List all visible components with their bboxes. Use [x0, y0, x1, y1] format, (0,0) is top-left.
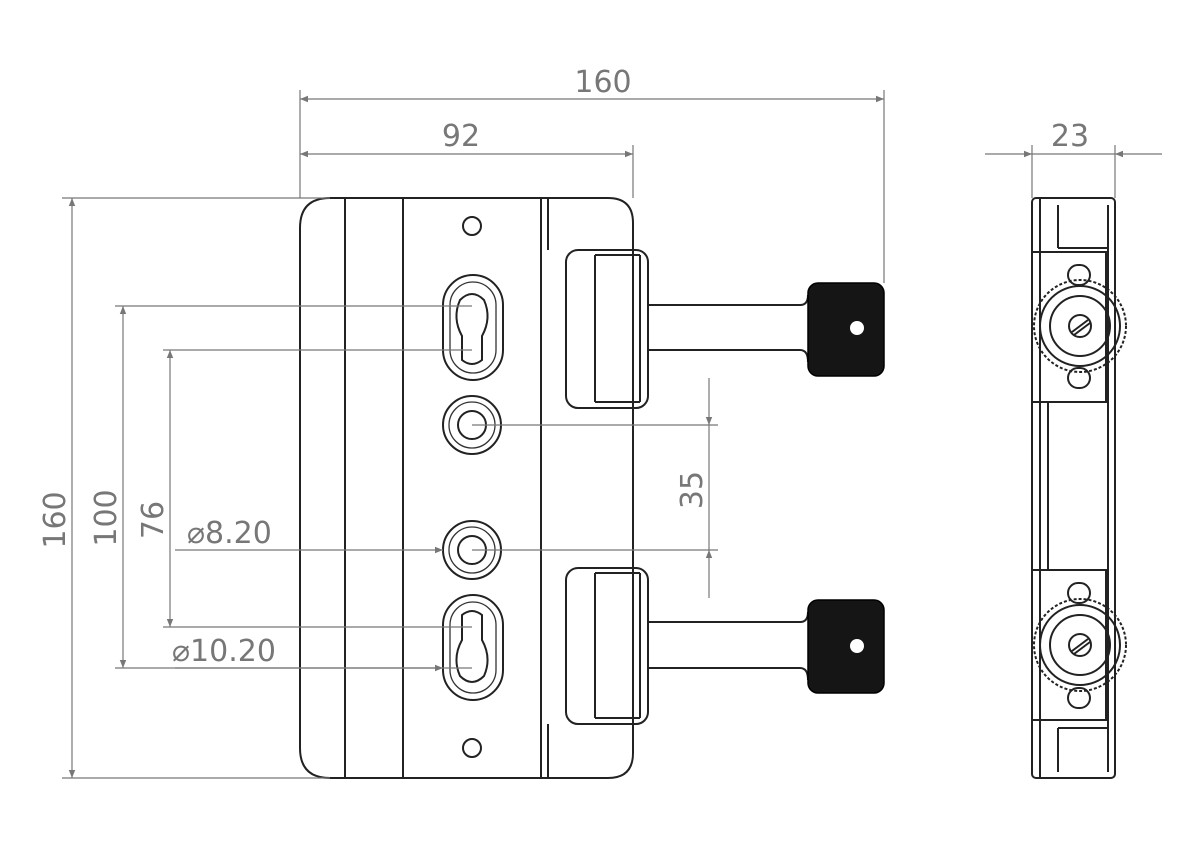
keyhole-slot-bottom	[442, 594, 504, 701]
clamp-rod-top	[648, 294, 809, 363]
knob-top	[807, 282, 885, 377]
dim-slot-spacing-inner: 76	[136, 501, 171, 539]
front-view	[299, 197, 885, 779]
dimension-labels: 160 92 23 160 100 76 35 ⌀8.20 ⌀10.20	[38, 65, 1089, 669]
dim-hole-spacing: 35	[675, 471, 710, 509]
side-view	[1031, 197, 1127, 779]
clamp-block-top	[565, 249, 649, 409]
dim-slot-diameter: ⌀10.20	[172, 634, 276, 669]
dim-overall-height: 160	[38, 491, 73, 548]
dim-hole-diameter: ⌀8.20	[187, 516, 272, 551]
clamp-rod-bottom	[648, 611, 809, 681]
mount-hole-bottom	[462, 738, 482, 758]
dim-plate-width: 92	[442, 119, 480, 154]
side-knob-top	[1033, 279, 1127, 373]
dim-slot-spacing: 100	[89, 489, 124, 546]
dim-overall-width: 160	[574, 65, 631, 100]
base-plate	[299, 197, 634, 779]
dimension-lines	[62, 90, 1162, 779]
side-knob-bottom	[1033, 598, 1127, 692]
keyhole-slot-top	[442, 274, 504, 381]
dim-side-depth: 23	[1051, 119, 1089, 154]
plate-edge-lines	[344, 198, 549, 778]
mount-hole-top	[462, 216, 482, 236]
clamp-block-bottom	[565, 567, 649, 725]
knob-bottom	[807, 599, 885, 694]
